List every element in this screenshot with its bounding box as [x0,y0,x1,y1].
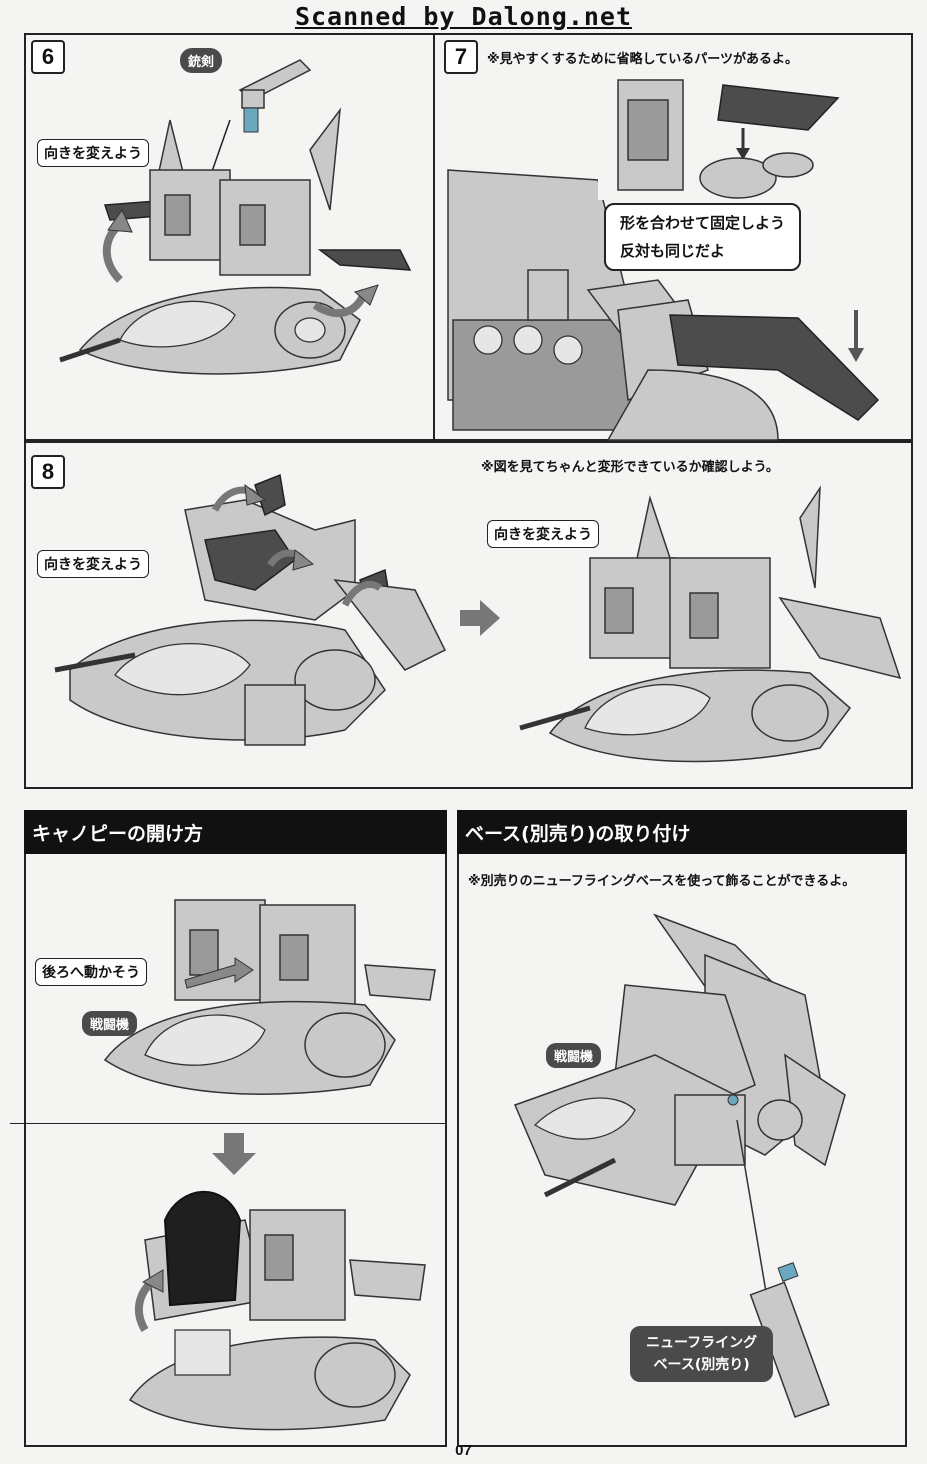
step7-callout-line1: 形を合わせて固定しよう [620,214,786,232]
step7-callout-line2: 反対も同じだよ [620,242,726,260]
canopy-title: キャノピーの開け方 [24,810,447,854]
step8-illustration-left [54,473,447,746]
canopy-illustration-closed [103,899,436,1095]
arrow-right-icon [460,600,500,636]
canopy-callout: 後ろへ動かそう [35,958,147,986]
page-number: 07 [455,1442,472,1459]
divider [24,441,913,443]
step8-note: ※図を見てちゃんと変形できているか確認しよう。 [481,460,779,475]
step-8-panel [24,441,913,789]
step6-illustration [59,59,412,375]
base-fighter-label: 戦闘機 [546,1043,602,1068]
flying-base-label-line1: ニューフライング [646,1335,758,1351]
step8-callout-left: 向きを変えよう [37,550,149,578]
steps-6-7-panel [24,33,913,441]
arrow-down-icon [212,1133,256,1175]
canopy-fighter-label: 戦闘機 [82,1011,138,1036]
step8-illustration-right [519,485,902,763]
base-title: ベース(別売り)の取り付け [457,810,907,854]
flying-base-label-line2: ベース(別売り) [653,1357,750,1373]
step-number-7: 7 [444,40,478,74]
step-number-6: 6 [31,40,65,74]
watermark: Scanned by Dalong.net [294,2,633,31]
divider [433,33,435,441]
step8-callout-right: 向きを変えよう [487,520,599,548]
canopy-illustration-open [128,1190,426,1431]
sword-label: 銃剣 [180,48,223,73]
step6-callout: 向きを変えよう [37,139,149,167]
base-illustration [513,913,846,1418]
flying-base-label: ニューフライング ベース(別売り) [630,1326,774,1382]
step7-callout: 形を合わせて固定しよう 反対も同じだよ [604,203,802,271]
step7-note: ※見やすくするために省略しているパーツがあるよ。 [487,52,798,67]
step-number-8: 8 [31,455,65,489]
step7-illustration [447,70,880,441]
base-note: ※別売りのニューフライングベースを使って飾ることができるよ。 [468,874,856,889]
divider [10,1123,447,1124]
